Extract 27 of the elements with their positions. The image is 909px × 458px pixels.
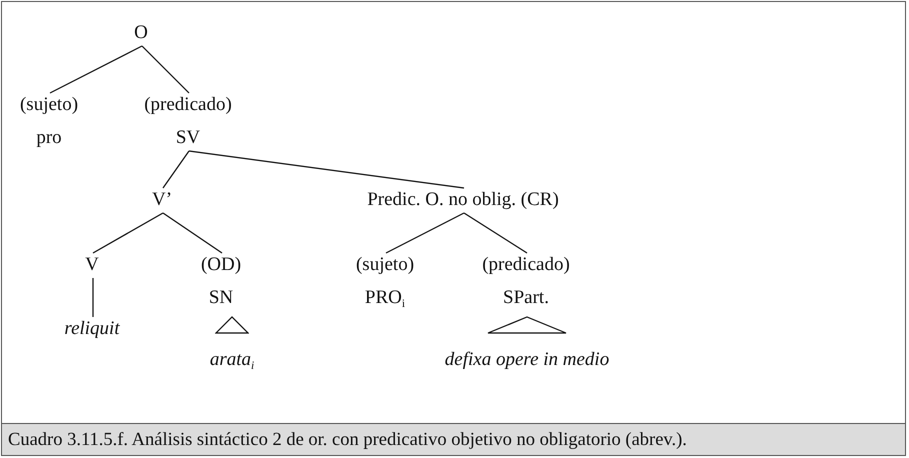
constituent-label: SPart. — [502, 286, 550, 310]
tree-branch — [92, 212, 164, 254]
function-label: (sujeto) — [20, 93, 78, 117]
tree-branch — [162, 212, 222, 254]
constituent-label: V’ — [152, 188, 172, 212]
constituent-label: V — [85, 253, 99, 277]
constituent-label: arata$_{i}$ — [210, 348, 254, 374]
constituent-label: pro — [35, 126, 63, 150]
function-label: (predicado) — [144, 93, 232, 117]
function-label: (sujeto) — [356, 253, 414, 277]
tree-branch — [50, 45, 142, 94]
tree-branch — [188, 150, 464, 189]
tree-branch — [386, 212, 464, 254]
constituent-label: Predic. O. no oblig. (CR) — [367, 188, 559, 212]
constituent-label: SN — [208, 286, 234, 310]
function-label: (OD) — [200, 253, 242, 277]
constituent-label: PRO$_{i}$ — [364, 286, 406, 312]
tree-branch — [464, 212, 528, 254]
tree-branch — [162, 150, 190, 188]
tree-branch — [92, 278, 94, 317]
tree-branch — [142, 46, 190, 94]
constituent-label: defixa opere in medio — [444, 348, 610, 372]
constituent-label: O — [134, 21, 148, 45]
function-label: (predicado) — [482, 253, 570, 277]
constituent-label: reliquit — [64, 317, 120, 341]
constituent-label: SV — [174, 126, 202, 150]
caption: Cuadro 3.11.5.f. Análisis sintáctico 2 de or. con predicativo objetivo no obligatorio (abrev.). — [2, 423, 905, 455]
